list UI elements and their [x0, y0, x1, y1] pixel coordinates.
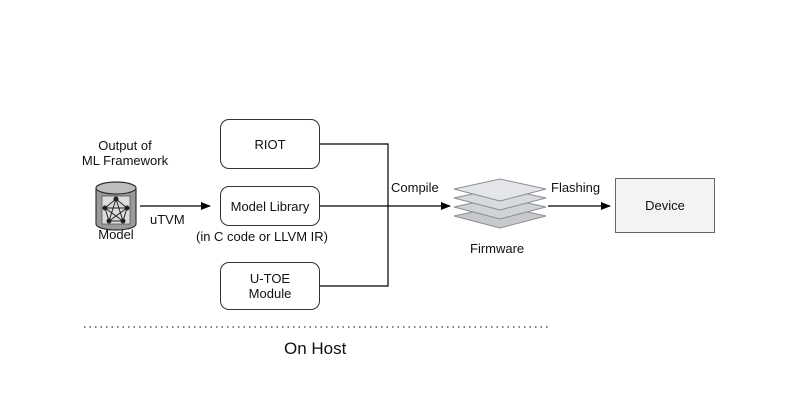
- utoe-label-line2: Module: [248, 286, 292, 301]
- output-label: Output of ML Framework: [70, 138, 180, 168]
- model-label: Model: [98, 227, 134, 242]
- model-library-box: Model Library: [220, 186, 320, 226]
- riot-label: RIOT: [254, 136, 286, 152]
- device-label: Device: [645, 198, 685, 213]
- utvm-label: uTVM: [150, 212, 185, 227]
- flashing-label: Flashing: [551, 180, 601, 195]
- riot-box: RIOT: [220, 119, 320, 169]
- firmware-label: Firmware: [470, 241, 525, 256]
- utoe-box: U-TOE Module: [220, 262, 320, 310]
- utoe-label-line1: U-TOE: [249, 271, 291, 286]
- model-library-label: Model Library: [230, 198, 310, 214]
- on-host-label: On Host: [284, 339, 347, 358]
- model-library-note: (in C code or LLVM IR): [196, 229, 328, 244]
- line-utoe: [320, 206, 389, 287]
- device-box: Device: [615, 178, 715, 233]
- model-database-icon: [95, 181, 137, 231]
- line-riot: [320, 143, 389, 206]
- output-label-line1: Output of: [98, 138, 152, 153]
- firmware-layers-icon: [453, 178, 547, 229]
- output-label-line2: ML Framework: [81, 153, 169, 168]
- compile-label: Compile: [391, 180, 439, 195]
